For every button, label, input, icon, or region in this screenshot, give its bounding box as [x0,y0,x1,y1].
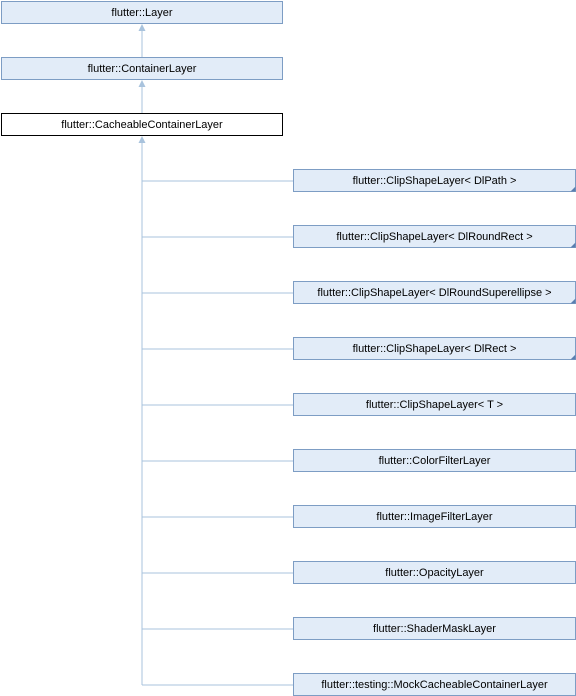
inheritance-arrow [138,24,146,31]
class-node-clipshapelayer-t[interactable]: flutter::ClipShapeLayer< T > [293,393,576,416]
class-node-shadermasklayer[interactable]: flutter::ShaderMaskLayer [293,617,576,640]
class-node-label: flutter::ContainerLayer [88,63,197,75]
class-node-layer[interactable]: flutter::Layer [1,1,283,24]
class-node-clipshapelayer-dlroundrect[interactable]: flutter::ClipShapeLayer< DlRoundRect > [293,225,576,248]
inheritance-edges [138,24,293,686]
class-node-label: flutter::ColorFilterLayer [379,455,491,467]
class-node-label: flutter::ImageFilterLayer [376,511,492,523]
class-node-containerlayer[interactable]: flutter::ContainerLayer [1,57,283,80]
class-node-clipshapelayer-dlrect[interactable]: flutter::ClipShapeLayer< DlRect > [293,337,576,360]
more-subclasses-icon [570,298,576,304]
class-node-testing-mockcacheablecontainerlayer[interactable]: flutter::testing::MockCacheableContainer… [293,673,576,696]
class-node-box [1,113,283,136]
class-node-imagefilterlayer[interactable]: flutter::ImageFilterLayer [293,505,576,528]
class-node-clipshapelayer-dlpath[interactable]: flutter::ClipShapeLayer< DlPath > [293,169,576,192]
inheritance-arrow [138,136,146,143]
class-node-label: flutter::ClipShapeLayer< DlRoundRect > [336,231,532,243]
class-node-label: flutter::testing::MockCacheableContainer… [321,679,548,691]
class-node-label: flutter::ClipShapeLayer< DlRoundSuperell… [317,287,551,299]
more-subclasses-icon [570,186,576,192]
class-node-cacheablecontainerlayer[interactable]: flutter::CacheableContainerLayer [1,113,283,136]
class-node-label: flutter::ClipShapeLayer< DlRect > [353,343,517,355]
class-node-colorfilterlayer[interactable]: flutter::ColorFilterLayer [293,449,576,472]
class-node-box [1,57,283,80]
class-node-label: flutter::OpacityLayer [385,567,484,579]
class-node-label: flutter::ShaderMaskLayer [373,623,496,635]
class-node-opacitylayer[interactable]: flutter::OpacityLayer [293,561,576,584]
class-node-label: flutter::Layer [111,7,172,19]
class-node-label: flutter::ClipShapeLayer< T > [366,399,503,411]
more-subclasses-icon [570,354,576,360]
more-subclasses-icon [570,242,576,248]
class-node-clipshapelayer-dlroundsuperellipse[interactable]: flutter::ClipShapeLayer< DlRoundSuperell… [293,281,576,304]
class-node-label: flutter::CacheableContainerLayer [61,119,223,131]
class-node-box [1,1,283,24]
inheritance-arrow [138,80,146,87]
class-node-label: flutter::ClipShapeLayer< DlPath > [353,175,517,187]
